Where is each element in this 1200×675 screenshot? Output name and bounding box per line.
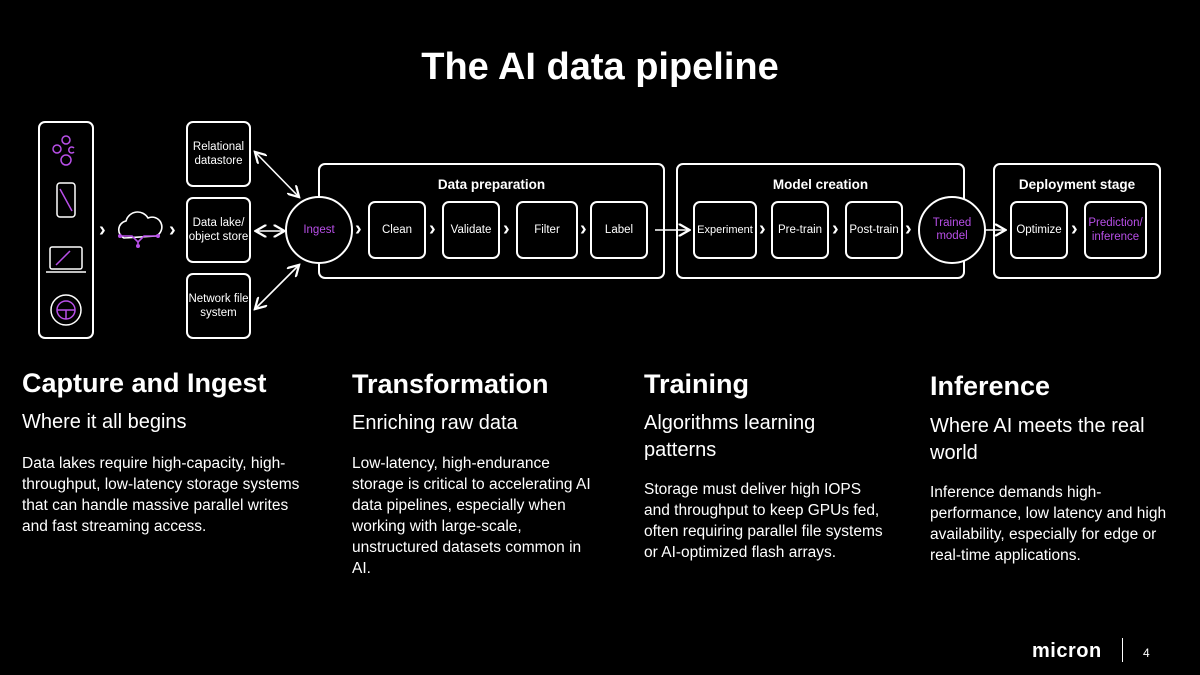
step-clean: Clean [368,201,426,259]
column-subheading: Where it all begins [22,411,187,433]
step-post-train-label: Post-train [849,224,899,236]
column-subheading: Where AI meets the real world [930,415,1145,464]
chevron-right-icon: › [169,219,176,241]
step-validate: Validate [442,201,500,259]
steering-wheel-icon [50,294,82,326]
deployment-stage-label: Deployment stage [1018,177,1136,192]
step-optimize: Optimize [1010,201,1068,259]
step-label-label: Label [604,224,634,236]
micron-logo: micron [1032,640,1102,662]
column-heading: Inference [930,371,1051,401]
data-preparation-label: Data preparation [437,177,546,192]
cloud-icon [118,211,163,248]
network-file-system-label: Network file system [188,293,249,319]
arrow-relational-ingest [256,153,298,196]
trained-model-node: Trained model [918,196,986,264]
chevron-right-icon: › [429,218,436,240]
step-experiment: Experiment [693,201,757,259]
column-heading: Capture and Ingest [22,368,267,398]
people-icon [52,135,75,166]
column-body: Inference demands high-performance, low … [930,484,1167,564]
column-body: Storage must deliver high IOPS and throu… [644,481,883,561]
step-prediction-inference-label: Prediction/ inference [1088,217,1143,243]
ingest-node: Ingest [285,196,353,264]
chevron-right-icon: › [759,218,766,240]
column-body: Low-latency, high-endurance storage is c… [352,455,591,577]
page-number: 4 [1143,646,1150,660]
chevron-right-icon: › [355,218,362,240]
device-icons [46,135,86,326]
relational-datastore-label: Relational datastore [192,141,245,167]
laptop-icon [46,246,86,273]
step-post-train: Post-train [845,201,903,259]
data-lake-box: Data lake/ object store [186,197,251,263]
step-experiment-label: Experiment [697,224,753,236]
network-file-system-box: Network file system [186,273,251,339]
step-clean-label: Clean [381,224,413,236]
phone-icon [56,182,76,218]
model-creation-label: Model creation [772,177,869,192]
column-heading: Training [644,369,750,399]
step-pre-train: Pre-train [771,201,829,259]
chevron-right-icon: › [832,218,839,240]
column-heading: Transformation [352,369,549,399]
data-sources-devices [38,121,94,339]
column-body: Data lakes require high-capacity, high-t… [22,455,300,535]
relational-datastore-box: Relational datastore [186,121,251,187]
page-title: The AI data pipeline [421,46,779,88]
step-filter: Filter [516,201,578,259]
data-lake-label: Data lake/ object store [188,217,249,243]
step-optimize-label: Optimize [1016,224,1062,236]
trained-model-label: Trained model [932,217,972,242]
column-subheading: Enriching raw data [352,412,518,434]
step-filter-label: Filter [534,224,560,236]
chevron-right-icon: › [1071,218,1078,240]
step-prediction-inference: Prediction/ inference [1084,201,1147,259]
chevron-right-icon: › [905,218,912,240]
footer-divider [1122,638,1123,662]
arrow-network-ingest [256,266,298,308]
step-validate-label: Validate [450,224,492,236]
step-label: Label [590,201,648,259]
column-subheading: Algorithms learning patterns [644,412,816,461]
step-pre-train-label: Pre-train [777,224,823,236]
ingest-label: Ingest [303,223,335,236]
chevron-right-icon: › [99,219,106,241]
chevron-right-icon: › [503,218,510,240]
chevron-right-icon: › [580,218,587,240]
deployment-stage-group: Deployment stage [993,163,1161,279]
